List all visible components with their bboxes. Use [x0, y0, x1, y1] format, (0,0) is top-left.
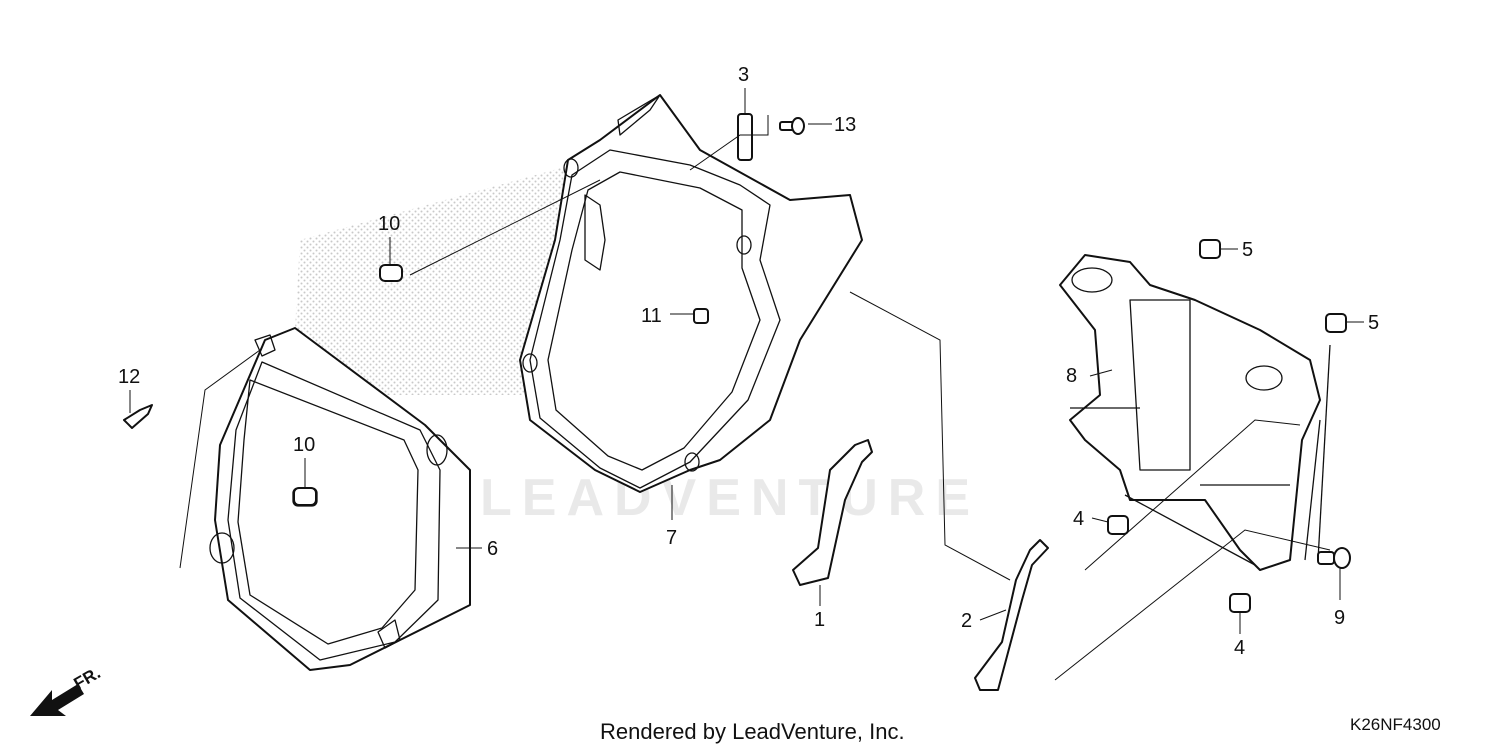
- part-11-bolt[interactable]: [693, 308, 709, 324]
- part-10-grommet-lower[interactable]: [293, 487, 317, 506]
- part-1-stay[interactable]: [792, 439, 873, 586]
- part-5-collar-upper[interactable]: [1199, 239, 1221, 259]
- watermark-text: LEADVENTURE: [480, 469, 980, 527]
- callout-5-upper: 5: [1242, 239, 1253, 261]
- part-3-plate[interactable]: [737, 113, 753, 161]
- callout-4-upper: 4: [1073, 508, 1084, 530]
- part-13-screw[interactable]: [779, 117, 805, 135]
- callout-7: 7: [666, 527, 677, 549]
- front-direction-arrow: FR.: [30, 663, 104, 716]
- callout-8: 8: [1066, 365, 1077, 387]
- callout-2: 2: [961, 610, 972, 632]
- callout-labels: 3 13 10 11 12 10 6 7 1 2 5 5 8 4 4 9: [118, 64, 1379, 659]
- arrow-icon: [30, 684, 84, 716]
- callout-10-lower: 10: [293, 434, 315, 456]
- leader-lines: [129, 88, 1364, 681]
- callout-5-right: 5: [1368, 312, 1379, 334]
- callout-1: 1: [814, 609, 825, 631]
- callout-12: 12: [118, 366, 140, 388]
- part-12-screw[interactable]: [123, 404, 153, 429]
- part-5-collar-right[interactable]: [1325, 313, 1347, 333]
- callout-10-upper: 10: [378, 213, 400, 235]
- part-9-bolt[interactable]: [1317, 547, 1351, 569]
- callout-11: 11: [641, 305, 662, 327]
- callout-3: 3: [738, 64, 749, 86]
- callout-4-lower: 4: [1234, 637, 1245, 659]
- callout-9: 9: [1334, 607, 1345, 629]
- part-8-headlight-bracket[interactable]: [1059, 254, 1331, 571]
- part-7-headlight-housing[interactable]: [519, 94, 863, 493]
- callout-13: 13: [834, 114, 856, 136]
- part-2-side-stay[interactable]: [974, 539, 1049, 691]
- part-4-grommet-upper[interactable]: [1107, 515, 1129, 535]
- callout-6: 6: [487, 538, 498, 560]
- credit-text: Rendered by LeadVenture, Inc.: [600, 719, 905, 744]
- diagram-code: K26NF4300: [1350, 715, 1441, 734]
- part-4-grommet-lower[interactable]: [1229, 593, 1251, 613]
- part-10-grommet-upper[interactable]: [379, 264, 403, 282]
